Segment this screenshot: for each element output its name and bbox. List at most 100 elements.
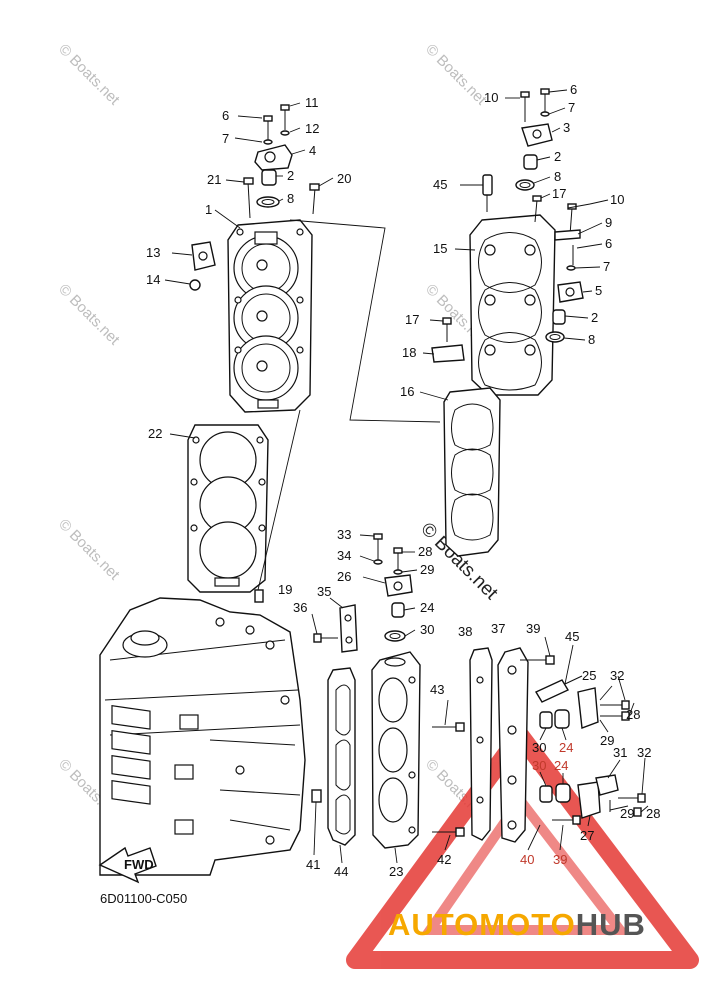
callout: 36 [293, 600, 307, 615]
callout: 17 [405, 312, 419, 327]
callout: 29 [620, 806, 634, 821]
watermark: © Boats.net [55, 41, 123, 109]
callout: 9 [605, 215, 612, 230]
thermostat-parts-lower-right [539, 687, 646, 819]
callout: 21 [207, 172, 221, 187]
callout: 39 [553, 852, 567, 867]
callout: 44 [334, 864, 348, 879]
watermark: © Boats.net [55, 281, 123, 349]
callout: 33 [337, 527, 351, 542]
bolt-43 [432, 722, 465, 732]
callout: 7 [603, 259, 610, 274]
brand-wordmark: AUTOMOTOHUB [388, 907, 646, 942]
thermostat-assembly-left [243, 104, 320, 219]
callout: 15 [433, 241, 447, 256]
callout: 26 [337, 569, 351, 584]
reference-bracket [289, 219, 441, 423]
callout: 8 [588, 332, 595, 347]
dowel-19 [254, 589, 264, 603]
head-gasket-22 [187, 424, 269, 593]
watermark: © Boats.net [55, 516, 123, 584]
head-gasket-16 [443, 387, 501, 557]
bracket-13 [189, 241, 216, 291]
callout: 6 [222, 108, 229, 123]
callout: 25 [582, 668, 596, 683]
callout: 38 [458, 624, 472, 639]
leader-lines [164, 89, 649, 864]
callout: 24 [420, 600, 434, 615]
fwd-arrow-icon: FWD [98, 846, 157, 884]
brand-part-moto: MOTO [479, 907, 575, 942]
callout: 14 [146, 272, 160, 287]
cover-37 [497, 647, 529, 843]
bolt-10-right [567, 203, 591, 209]
callout: 7 [568, 100, 575, 115]
callout: 2 [591, 310, 598, 325]
callout-labels: 11 6 12 7 4 2 21 20 8 1 13 14 10 6 7 3 2… [146, 82, 660, 879]
bolt-42 [432, 827, 465, 837]
callout: 2 [287, 168, 294, 183]
callout: 34 [337, 548, 351, 563]
callout: 35 [317, 584, 331, 599]
callout: 28 [418, 544, 432, 559]
callout: 24 [554, 758, 568, 773]
cylinder-head-left [227, 219, 313, 413]
watermark: © Boats.net [422, 41, 490, 109]
cylinder-head-23 [371, 651, 421, 849]
spark-plug-45 [534, 675, 583, 703]
plate-35 [313, 604, 358, 653]
callout: 4 [309, 143, 316, 158]
cylinder-head-right [469, 214, 556, 396]
callout: 22 [148, 426, 162, 441]
callout: 3 [563, 120, 570, 135]
bolt-39-lower [552, 815, 581, 825]
diagram-code: 6D01100-C050 [100, 891, 187, 906]
callout: 31 [613, 745, 627, 760]
callout: 45 [433, 177, 447, 192]
callout: 29 [420, 562, 434, 577]
bracket-18 [431, 317, 465, 363]
callout: 6 [570, 82, 577, 97]
svg-text:AUTOMOTOHUB: AUTOMOTOHUB [388, 907, 646, 942]
fwd-label: FWD [124, 857, 154, 872]
callout: 16 [400, 384, 414, 399]
thermostat-assembly-mid [545, 203, 584, 343]
callout: 8 [554, 169, 561, 184]
callout: 40 [520, 852, 534, 867]
callout: 13 [146, 245, 160, 260]
callout: 12 [305, 121, 319, 136]
callout: 29 [600, 733, 614, 748]
callout: 5 [595, 283, 602, 298]
callout: 20 [337, 171, 351, 186]
callout: 10 [610, 192, 624, 207]
callout: 39 [526, 621, 540, 636]
gasket-44 [327, 667, 356, 846]
callout: 41 [306, 857, 320, 872]
callout: 19 [278, 582, 292, 597]
callout: 10 [484, 90, 498, 105]
callout: 45 [565, 629, 579, 644]
callout: 32 [637, 745, 651, 760]
brand-logo-triangle [346, 726, 699, 969]
thermostat-assembly-lower [373, 533, 413, 642]
callout: 7 [222, 131, 229, 146]
callout: 30 [532, 758, 546, 773]
callout: 27 [580, 828, 594, 843]
callout: 1 [205, 202, 212, 217]
callout: 18 [402, 345, 416, 360]
callout: 24 [559, 740, 573, 755]
callout: 30 [532, 740, 546, 755]
callout: 17 [552, 186, 566, 201]
callout: 30 [420, 622, 434, 637]
callout: 11 [305, 95, 319, 110]
engine-block [99, 597, 306, 876]
thermostat-assembly-right [482, 88, 553, 223]
callout: 43 [430, 682, 444, 697]
gasket-38 [469, 647, 493, 841]
dowel-41 [311, 789, 322, 803]
callout: 23 [389, 864, 403, 879]
callout: 42 [437, 852, 451, 867]
callout: 32 [610, 668, 624, 683]
callout: 6 [605, 236, 612, 251]
